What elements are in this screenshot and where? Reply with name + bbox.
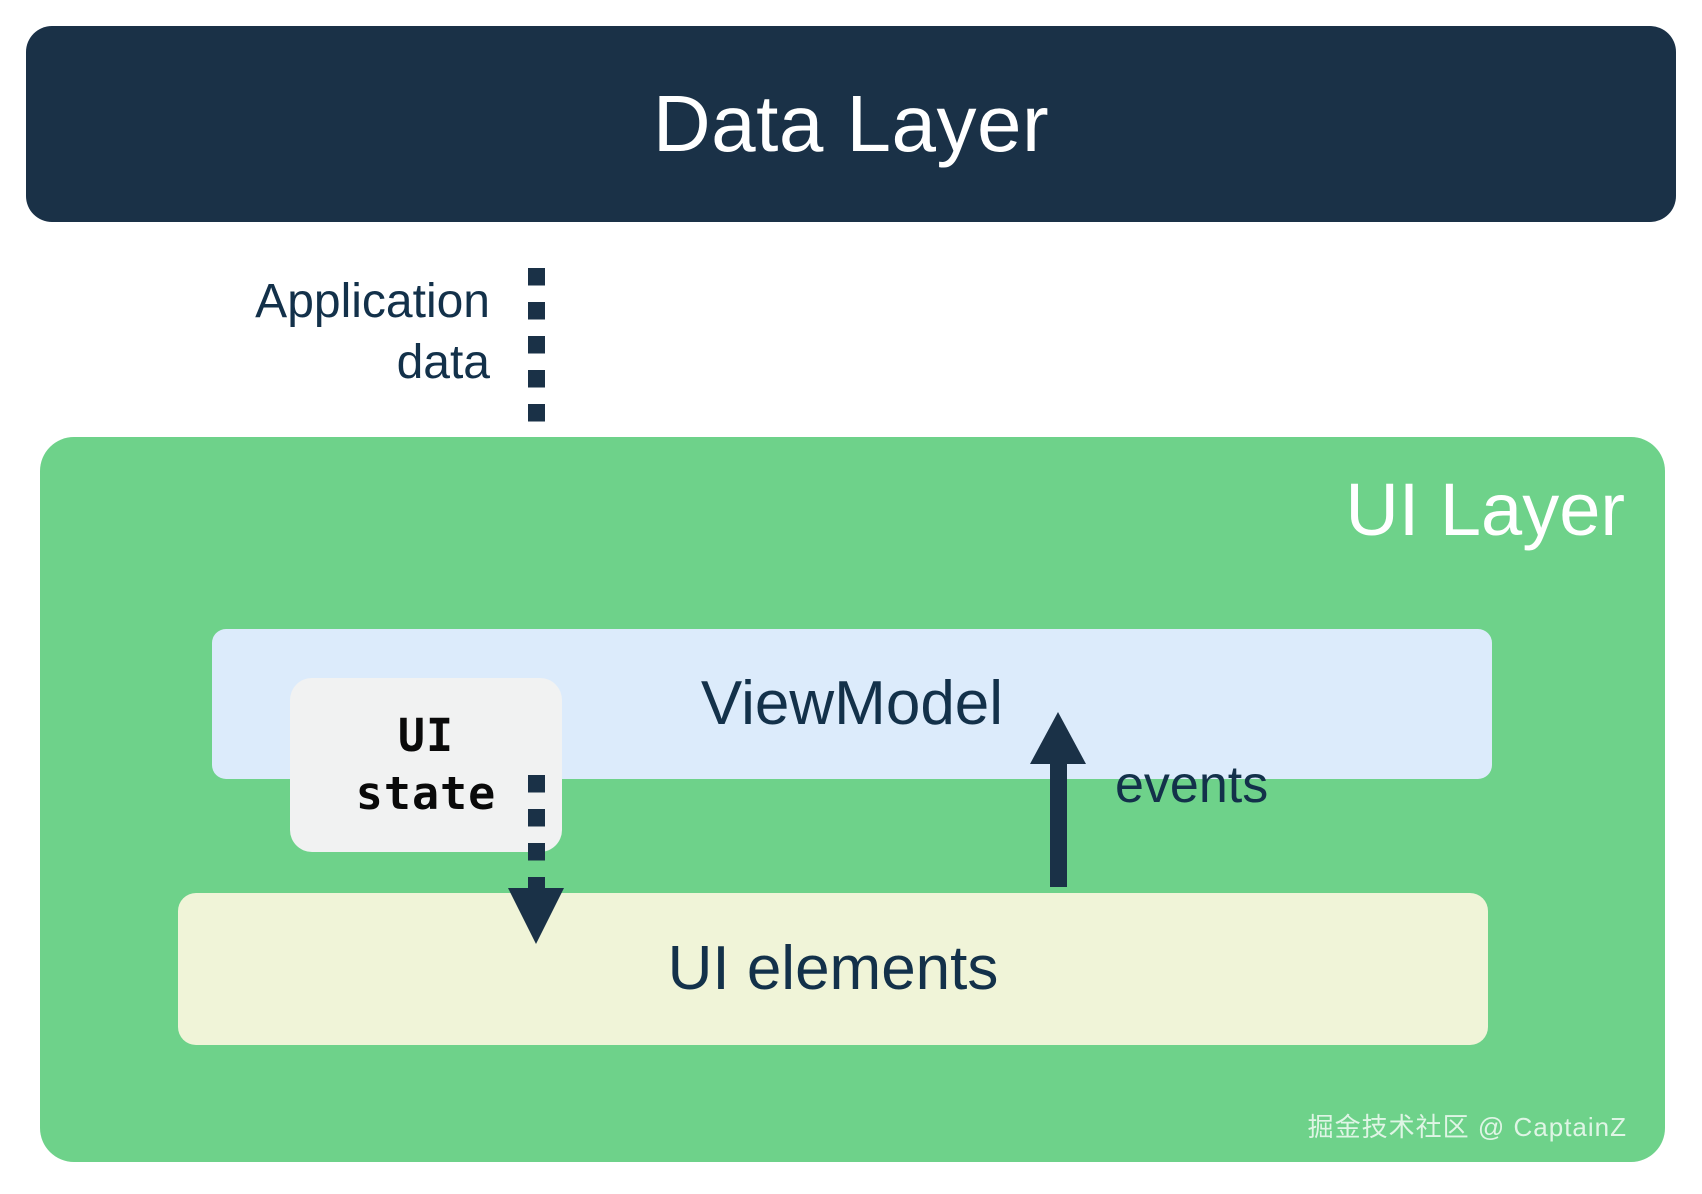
ui-state-label-line2: state xyxy=(355,767,497,820)
ui-state-box: UI state xyxy=(290,678,562,852)
viewmodel-label: ViewModel xyxy=(700,669,1004,738)
data-layer-panel: Data Layer xyxy=(26,26,1676,222)
application-data-label: Application data xyxy=(100,272,490,394)
ui-layer-title: UI Layer xyxy=(1345,468,1625,551)
data-layer-title: Data Layer xyxy=(652,79,1050,168)
ui-elements-box: UI elements xyxy=(178,893,1488,1045)
application-data-label-line1: Application xyxy=(255,275,490,328)
events-arrow-shaft xyxy=(1050,747,1067,887)
ui-elements-label: UI elements xyxy=(667,934,999,1003)
ui-layer-panel: UI Layer ViewModel UI state events UI el… xyxy=(40,437,1665,1162)
ui-state-label-line1: UI xyxy=(397,709,455,763)
watermark: 掘金技术社区 @ CaptainZ xyxy=(1307,1112,1627,1142)
ui-state-arrowhead-icon xyxy=(508,888,564,944)
application-data-label-line2: data xyxy=(396,335,490,389)
ui-state-dotted-line xyxy=(528,775,545,890)
events-label: events xyxy=(1115,756,1269,814)
